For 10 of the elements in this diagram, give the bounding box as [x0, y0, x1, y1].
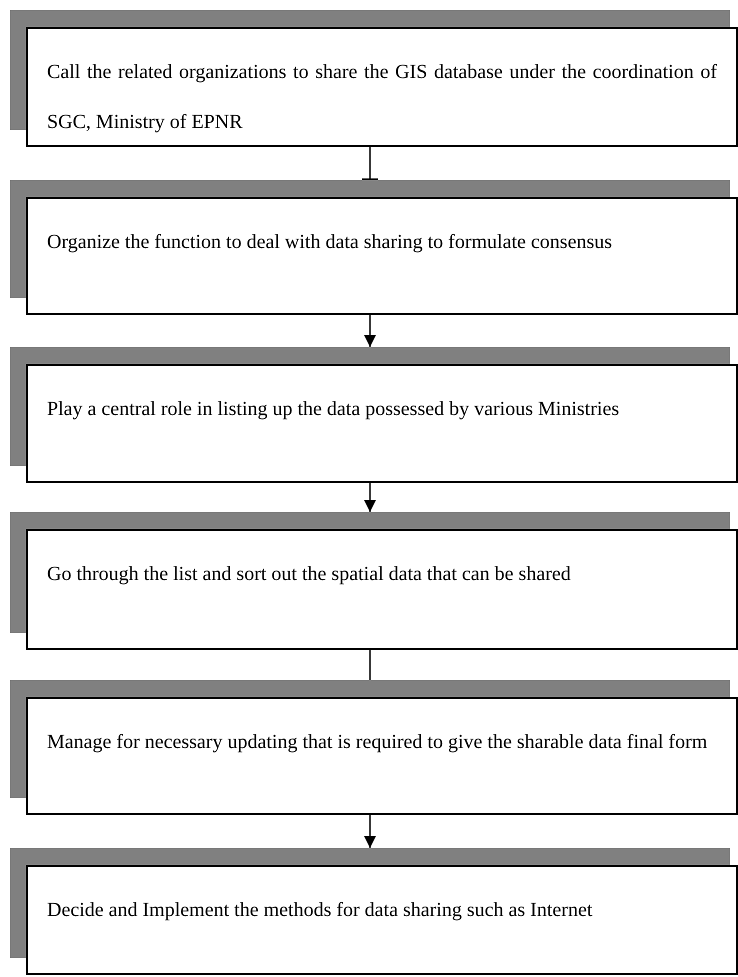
- step-text: Call the related organizations to share the GIS database under the coordination of SGC, Ministry of EPNR: [47, 60, 717, 135]
- step-text: Go through the list and sort out the spatial data that can be shared: [47, 562, 572, 587]
- step-text: Organize the function to deal with data sharing to formulate consensus: [47, 230, 614, 255]
- arrow: [364, 315, 376, 347]
- step-text: Decide and Implement the methods for data sharing such as Internet: [47, 898, 594, 923]
- step-text: Play a central role in listing up the data possessed by various Ministries: [47, 397, 620, 422]
- connector-line: [369, 650, 371, 680]
- step-text: Manage for necessary updating that is required to give the sharable data final form: [47, 730, 708, 755]
- arrow: [364, 815, 376, 848]
- arrow: [364, 483, 376, 512]
